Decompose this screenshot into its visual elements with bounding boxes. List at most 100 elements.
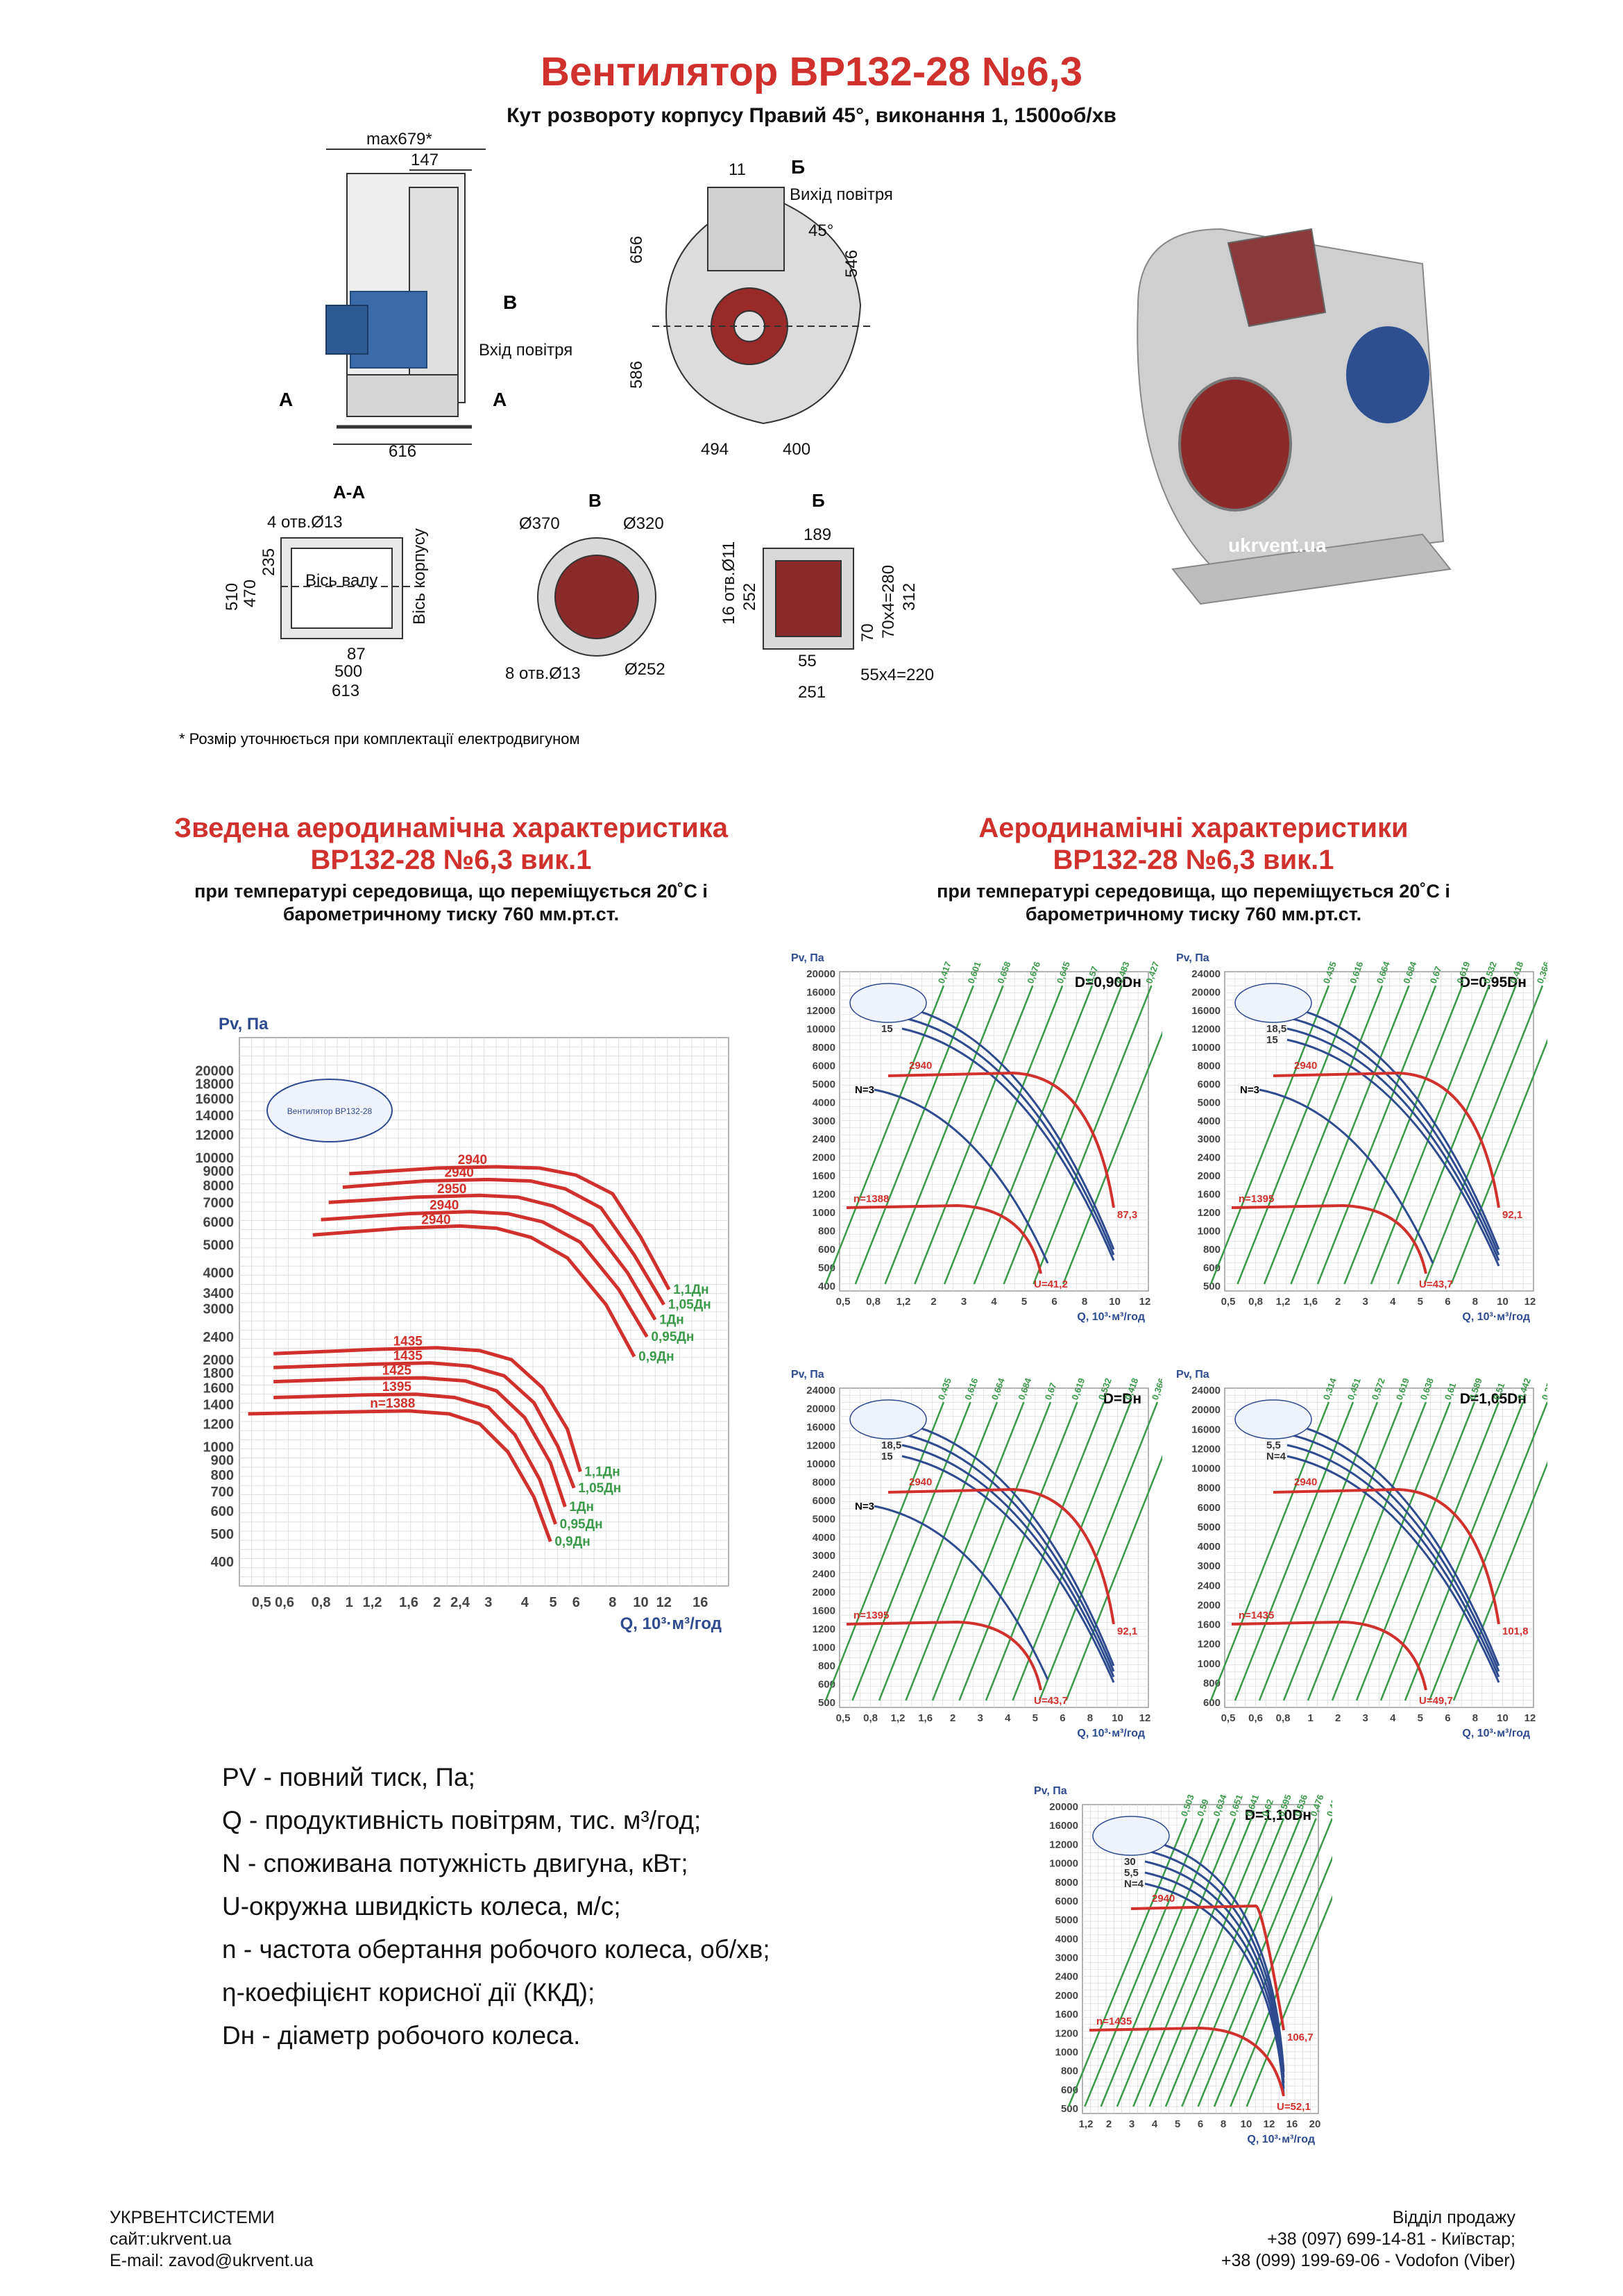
x-tick-label: 16	[1286, 2118, 1298, 2130]
x-tick-label: 8	[1087, 1712, 1093, 1724]
footer-email[interactable]: E-mail: zavod@ukrvent.ua	[110, 2251, 314, 2270]
efficiency-line	[1404, 1401, 1524, 1701]
efficiency-line	[973, 985, 1094, 1285]
x-tick-label: 16	[692, 1595, 708, 1610]
dim-586: 586	[627, 361, 646, 389]
power-curve-low	[1259, 1088, 1434, 1264]
y-tick-label: 24000	[1191, 968, 1221, 980]
x-tick-label: 3	[1363, 1712, 1368, 1724]
summary-sub-2: барометричному тиску 760 мм.рт.ст.	[282, 904, 620, 925]
series-line-3	[321, 1210, 649, 1338]
x-tick-label: 1,2	[1079, 2118, 1094, 2130]
power-curve	[901, 1421, 1115, 1666]
u-low-label: U=41,2	[1034, 1278, 1068, 1290]
y-tick-label: 6000	[813, 1060, 835, 1072]
efficiency-label: 0,366	[1150, 1376, 1162, 1401]
power-curve	[901, 1016, 1115, 1256]
label-shaft-axis: Вісь валу	[305, 571, 377, 590]
x-tick-label: 2	[1335, 1712, 1341, 1724]
x-tick-label: 0,6	[1248, 1712, 1263, 1724]
x-axis-label: Q, 10³·м³/год	[1462, 1728, 1530, 1739]
rpm-label: 1395	[382, 1380, 412, 1394]
y-axis-label: Pv, Па	[1176, 952, 1209, 964]
x-tick-label: 12	[1139, 1296, 1151, 1308]
n-label: N=3	[855, 1084, 874, 1096]
x-axis-label: Q, 10³·м³/год	[1077, 1728, 1145, 1739]
efficiency-line	[1100, 1818, 1220, 2107]
x-tick-label: 10	[633, 1595, 648, 1610]
x-tick-label: 8	[1472, 1712, 1478, 1724]
power-curve	[1286, 1016, 1500, 1256]
side-view-drawing	[325, 149, 486, 445]
y-tick-label: 900	[211, 1453, 234, 1468]
efficiency-line	[905, 1401, 1025, 1701]
y-tick-label: 500	[1203, 1281, 1221, 1292]
x-tick-label: 6	[1051, 1296, 1057, 1308]
x-tick-label: 12	[1264, 2118, 1275, 2130]
y-tick-label: 3000	[1055, 1952, 1078, 1964]
power-label: 30	[1124, 1856, 1136, 1868]
rpm-low-label: n=1395	[853, 1610, 889, 1621]
x-tick-label: 0,6	[275, 1595, 294, 1610]
y-tick-label: 600	[211, 1504, 234, 1519]
u-low-label: U=49,7	[1419, 1695, 1453, 1707]
rpm-curve-high	[1273, 1071, 1500, 1208]
efficiency-line	[1197, 1818, 1317, 2107]
x-tick-label: 5	[1021, 1296, 1027, 1308]
dim-656: 656	[627, 236, 646, 264]
footer-site[interactable]: сайт:ukrvent.ua	[110, 2229, 232, 2249]
u-high-label: 92,1	[1117, 1626, 1137, 1637]
x-tick-label: 1,2	[363, 1595, 382, 1610]
y-tick-label: 2400	[813, 1133, 835, 1145]
y-tick-label: 800	[818, 1226, 835, 1238]
footer-phone-1[interactable]: +38 (097) 699-14-81 - Київстар;	[1267, 2229, 1515, 2249]
x-tick-label: 0,5	[1221, 1712, 1236, 1724]
y-tick-label: 10000	[1191, 1463, 1221, 1475]
series-line-2	[328, 1193, 657, 1321]
efficiency-label: 0,402	[1325, 1793, 1332, 1818]
y-tick-label: 3400	[203, 1286, 235, 1301]
power-curve-low	[874, 1088, 1049, 1264]
rpm-high-label: 2940	[1294, 1476, 1317, 1488]
dim-147: 147	[411, 151, 439, 169]
product-badge	[849, 1399, 927, 1440]
engineering-drawings: max679* 147 616 В Вхід повітря А А 11 Б …	[179, 130, 1452, 748]
power-curve	[1286, 1038, 1500, 1267]
y-tick-label: 1200	[1198, 1639, 1221, 1651]
x-tick-label: 3	[961, 1296, 967, 1308]
y-tick-label: 12000	[806, 1440, 835, 1451]
y-tick-label: 2400	[1055, 1971, 1078, 1983]
x-tick-label: 5	[1175, 2118, 1180, 2130]
y-tick-label: 1600	[1198, 1189, 1221, 1201]
front-view-drawing	[652, 187, 874, 425]
x-tick-label: 3	[484, 1595, 492, 1610]
x-axis-label: Q, 10³·м³/год	[1077, 1311, 1145, 1323]
y-tick-label: 800	[211, 1468, 234, 1483]
y-tick-label: 7000	[203, 1195, 235, 1210]
y-tick-label: 10000	[195, 1151, 234, 1166]
chart-d100: 2400020000160001200010000800060005000400…	[791, 1369, 1162, 1739]
u-high-label: 87,3	[1117, 1209, 1137, 1221]
power-label: 5,5	[1266, 1440, 1281, 1451]
rpm-label: 1425	[382, 1363, 412, 1378]
x-tick-label: 12	[1524, 1296, 1536, 1308]
efficiency-line	[1355, 1401, 1476, 1701]
dim-220: 55х4=220	[860, 666, 934, 684]
x-tick-label: 4	[991, 1296, 997, 1308]
footer-sales: Відділ продажу	[1392, 2208, 1515, 2227]
chart-d110: 2000016000120001000080006000500040003000…	[1034, 1785, 1332, 2145]
efficiency-line	[1084, 1818, 1204, 2107]
footer-phone-2[interactable]: +38 (099) 199-69-06 - Vodofon (Viber)	[1221, 2251, 1515, 2270]
y-tick-label: 2400	[1198, 1580, 1221, 1592]
dim-510: 510	[223, 583, 241, 611]
y-tick-label: 12000	[1191, 1443, 1221, 1455]
chart-d090: 2000016000120001000080006000500040003000…	[791, 952, 1162, 1323]
efficiency-line	[1164, 1818, 1285, 2107]
efficiency-line	[854, 985, 974, 1285]
y-tick-label: 2000	[1198, 1170, 1221, 1182]
x-tick-label: 0,8	[863, 1712, 878, 1724]
x-tick-label: 5	[549, 1595, 556, 1610]
y-tick-label: 2000	[813, 1587, 835, 1598]
y-tick-label: 16000	[806, 1421, 835, 1433]
n-label: N=3	[1240, 1084, 1259, 1096]
